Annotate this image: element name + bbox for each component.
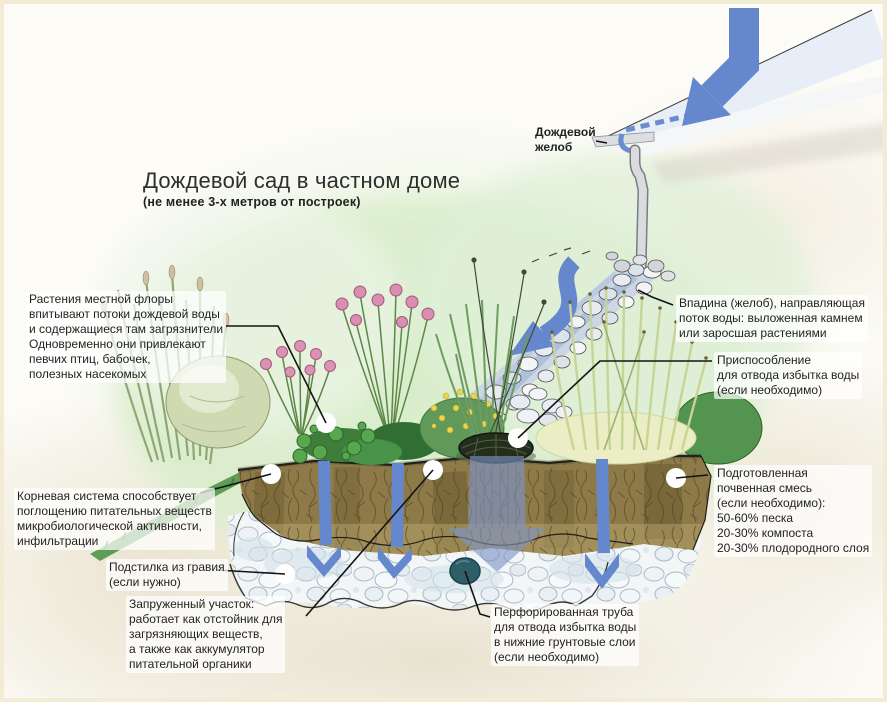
leader-ponding bbox=[305, 469, 434, 617]
label-swale: Впадина (желоб), направляющая поток воды… bbox=[676, 295, 868, 342]
rain-arrow-icon bbox=[682, 8, 759, 126]
wide-infiltration-arrow-icon bbox=[448, 456, 546, 572]
leader-soilmix bbox=[675, 474, 709, 479]
label-gravel-bed: Подстилка из гравия (если нужно) bbox=[106, 559, 228, 591]
label-plants: Растения местной флоры впитывают потоки … bbox=[26, 291, 227, 383]
downspout bbox=[629, 144, 649, 276]
garden-plants bbox=[100, 257, 708, 465]
title-subtitle: (не менее 3-х метров от построек) bbox=[143, 195, 361, 210]
swale-flow-arrow-icon bbox=[509, 256, 581, 356]
label-perforated-pipe: Перфорированная труба для отвода избытка… bbox=[491, 604, 640, 666]
debris-marks bbox=[531, 247, 591, 263]
infiltration-arrows bbox=[307, 456, 619, 589]
label-soil-mix: Подготовленная почвенная смесь (если нео… bbox=[714, 465, 873, 557]
page-title: Дождевой сад в частном доме (не менее 3-… bbox=[143, 168, 461, 210]
pink-flower-cluster-b bbox=[335, 283, 435, 440]
label-overflow-device: Приспособление для отвода избытка воды (… bbox=[714, 352, 863, 399]
leader-pipe bbox=[464, 570, 491, 618]
rock-pile bbox=[605, 251, 676, 282]
label-ponding-area: Запруженный участок: работает как отстой… bbox=[126, 596, 286, 673]
label-root-system: Корневая система способствует поглощению… bbox=[14, 488, 215, 550]
leader-plants bbox=[226, 325, 327, 424]
title-text: Дождевой сад в частном доме bbox=[143, 168, 461, 193]
label-rain-gutter: Дождевой желоб bbox=[535, 125, 596, 154]
roof-illustration bbox=[591, 8, 883, 276]
right-pale-grasses bbox=[535, 286, 708, 465]
pink-flower-cluster-a bbox=[260, 340, 336, 435]
eave-shadow bbox=[652, 123, 883, 184]
water-elbow-icon bbox=[618, 133, 636, 155]
leader-gutter bbox=[595, 140, 608, 144]
leader-overflow bbox=[517, 360, 712, 439]
leader-swale bbox=[637, 289, 674, 306]
sparse-stems bbox=[471, 257, 547, 453]
illustration-canvas bbox=[90, 8, 883, 618]
